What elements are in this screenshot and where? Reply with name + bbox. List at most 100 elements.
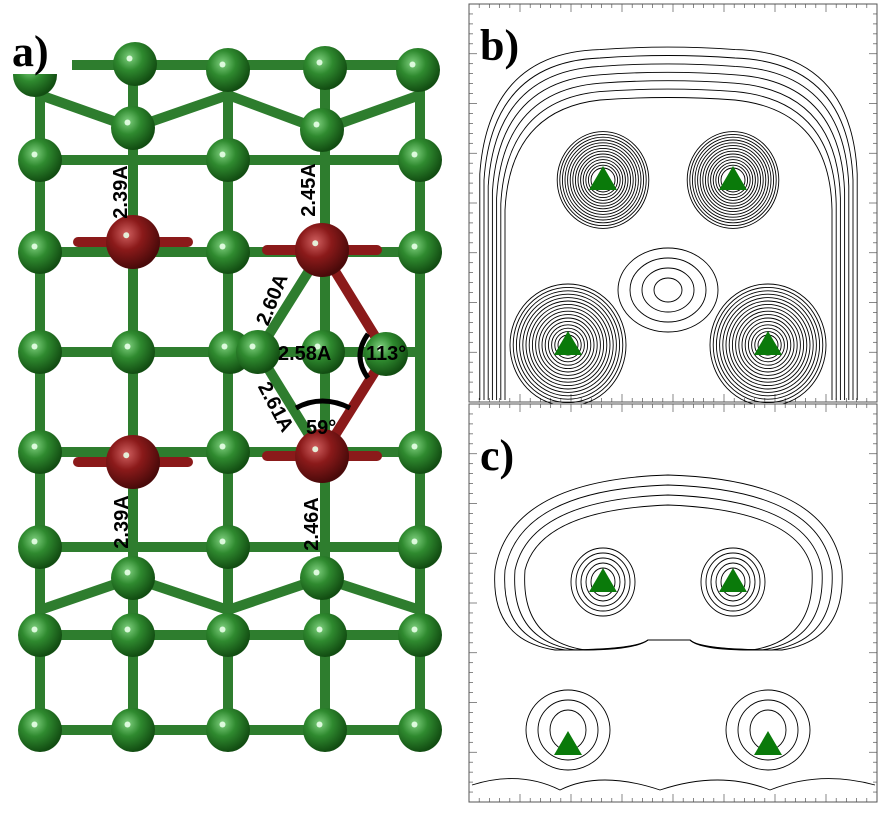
contour-line [569, 145, 637, 215]
distance-label: 2.39A [111, 495, 133, 548]
contour-line [717, 164, 749, 196]
atom-highlight [124, 721, 131, 728]
atom-highlight [377, 345, 384, 352]
contour-line [572, 147, 634, 213]
contour-line [700, 547, 766, 617]
contour-line [528, 303, 608, 387]
red-atom [106, 435, 160, 489]
contour-line [525, 300, 611, 390]
structure-panel: 2.39A 2.45A 2.60A 2.58A 2.61A 2.39A 2.46… [8, 22, 442, 752]
atom-highlight [411, 243, 418, 250]
contour-line [500, 88, 837, 400]
axis-ticks [468, 403, 878, 803]
contour-line [715, 562, 751, 602]
green-atom [111, 708, 155, 752]
contour-line [494, 474, 843, 651]
green-atom [111, 556, 155, 600]
contour-line [525, 689, 611, 771]
label-backdrop [8, 22, 72, 74]
contour-line [686, 131, 780, 229]
atom-marker [554, 731, 582, 755]
atom-highlight [31, 721, 38, 728]
contour-line [691, 136, 775, 224]
atom-highlight [316, 721, 323, 728]
atom-highlight [124, 343, 131, 350]
contour-line [629, 257, 707, 323]
green-atom [18, 330, 62, 374]
red-atom [106, 215, 160, 269]
contour-line [531, 307, 605, 383]
contour-line [580, 156, 626, 204]
contour-line [689, 133, 777, 227]
contour-line [538, 314, 598, 376]
green-atom [206, 525, 250, 569]
panel-label-a: a) [12, 27, 49, 76]
atom-lattice [13, 42, 442, 752]
contour-line [617, 247, 719, 333]
green-atom [111, 330, 155, 374]
atom-highlight [219, 443, 226, 450]
atom-highlight [411, 626, 418, 633]
panel-label-b: b) [480, 21, 519, 70]
distance-label: 2.45A [298, 163, 320, 216]
contour-line [496, 80, 841, 400]
atom-highlight [316, 626, 323, 633]
green-atom [206, 613, 250, 657]
atom-highlight [123, 232, 130, 239]
green-atom [398, 138, 442, 182]
atom-highlight [313, 569, 320, 576]
contour-panel-b: b) [468, 3, 878, 407]
green-atom [206, 48, 250, 92]
contour-line [556, 131, 650, 229]
atom-marker [754, 331, 782, 355]
atom-highlight [219, 243, 226, 250]
green-atom [18, 525, 62, 569]
atom-highlight [219, 626, 226, 633]
contour-line [570, 547, 636, 617]
contour-line [561, 136, 645, 224]
contour-line [702, 147, 764, 213]
green-atom [303, 46, 347, 90]
green-atom [398, 708, 442, 752]
contour-line [697, 142, 769, 218]
contour-line [741, 317, 795, 373]
contour-line [737, 699, 799, 761]
atom-highlight [123, 452, 130, 459]
contour-line [541, 317, 595, 373]
green-atom [113, 42, 157, 86]
contour-line [567, 142, 639, 218]
green-atom [398, 613, 442, 657]
contour-line [751, 327, 785, 363]
atom-markers [554, 568, 782, 755]
contour-line [747, 324, 789, 366]
green-atom [206, 708, 250, 752]
atom-highlight [31, 343, 38, 350]
green-atom [398, 430, 442, 474]
contour-lines [479, 46, 858, 407]
green-atom [301, 330, 345, 374]
green-atom [300, 556, 344, 600]
distance-label: 2.46A [301, 497, 323, 550]
atom-highlight [411, 538, 418, 545]
contour-line [575, 552, 631, 612]
atom-highlight [312, 446, 319, 453]
atom-marker [589, 166, 617, 190]
red-atom [295, 223, 349, 277]
distance-label: 2.58A [278, 343, 331, 365]
red-atom [295, 429, 349, 483]
green-atom [300, 108, 344, 152]
contour-panel-c: c) [468, 403, 878, 803]
green-atom [206, 138, 250, 182]
contour-line [577, 153, 629, 207]
contour-lines [471, 474, 876, 791]
contour-line [719, 293, 817, 397]
distance-label: 2.39A [110, 165, 132, 218]
contour-line [704, 150, 762, 210]
contour-line [483, 55, 854, 400]
atom-highlight [411, 151, 418, 158]
atom-marker [719, 568, 747, 592]
green-atom [18, 138, 62, 182]
contour-line [641, 267, 695, 313]
green-atom [206, 430, 250, 474]
